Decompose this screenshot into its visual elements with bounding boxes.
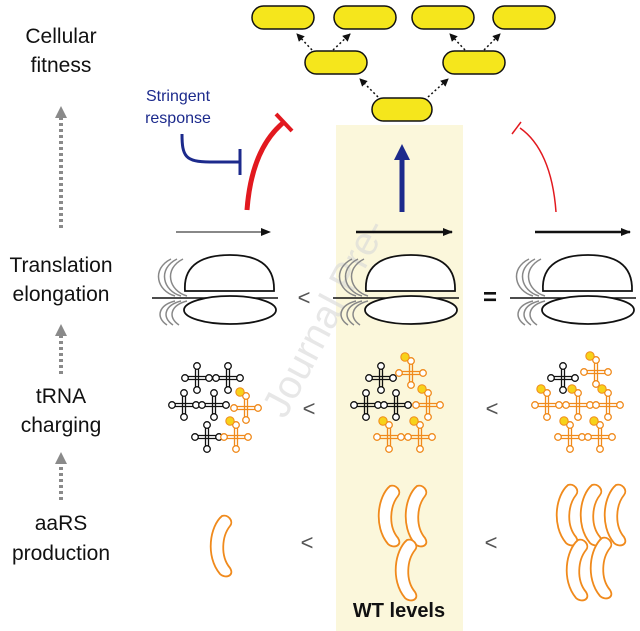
trna-charged — [584, 416, 616, 453]
compare-production-left: < — [301, 530, 314, 555]
trna-charged — [554, 416, 586, 453]
aars-enzyme — [589, 536, 613, 600]
aars-enzyme — [209, 514, 233, 578]
cell — [371, 97, 433, 122]
trna-uncharged — [212, 362, 244, 394]
trna-charged — [220, 416, 252, 453]
trna-charged — [562, 384, 594, 421]
division-arrow — [332, 33, 351, 51]
trna-uncharged — [191, 421, 223, 453]
row-label-fitness: Cellular fitness — [25, 25, 96, 77]
svg-text:charging: charging — [21, 414, 102, 437]
compare-charging-left: < — [303, 396, 316, 421]
compare-elongation-left: < — [298, 285, 311, 310]
aars-enzyme — [404, 484, 428, 548]
trna-charged — [230, 387, 262, 424]
trna-uncharged — [168, 389, 200, 421]
row-label-elongation: Translation elongation — [9, 254, 112, 306]
trna-charged — [592, 384, 624, 421]
trna-charged — [580, 351, 612, 388]
compare-production-right: < — [485, 530, 498, 555]
aars-enzyme — [579, 483, 603, 547]
svg-text:tRNA: tRNA — [36, 385, 86, 408]
svg-text:Translation: Translation — [9, 254, 112, 277]
cell — [251, 5, 315, 30]
division-arrow — [483, 33, 501, 51]
trna-uncharged — [547, 362, 579, 394]
svg-text:Cellular: Cellular — [25, 25, 96, 48]
division-arrow — [359, 78, 379, 98]
cell — [304, 50, 368, 75]
ribosome — [152, 254, 278, 326]
aars-enzyme — [394, 538, 418, 602]
stringent-response-label: Stringent response — [145, 88, 211, 127]
cell — [411, 5, 475, 30]
stringent-inhibition-line — [180, 133, 240, 164]
row-label-production: aaRS production — [12, 512, 110, 565]
compare-charging-right: < — [486, 396, 499, 421]
ribosome — [333, 254, 459, 326]
cell — [333, 5, 397, 30]
svg-text:elongation: elongation — [13, 283, 110, 306]
trna-charged — [412, 384, 444, 421]
wt-levels-label: WT levels — [353, 600, 445, 622]
svg-text:aaRS: aaRS — [35, 512, 88, 535]
cell — [442, 50, 506, 75]
svg-text:response: response — [145, 110, 211, 127]
trna-uncharged — [198, 389, 230, 421]
red-inhibition-right — [519, 127, 557, 213]
compare-elongation-right: = — [483, 284, 497, 311]
division-arrow — [427, 78, 449, 98]
trna-charged — [395, 352, 427, 389]
red-inhibition-left-bar — [274, 112, 294, 133]
trna-charged — [404, 416, 436, 453]
aars-enzyme — [555, 483, 579, 547]
svg-text:production: production — [12, 542, 110, 565]
aars-enzyme — [603, 483, 627, 547]
trna-uncharged — [350, 389, 382, 421]
trna-uncharged — [380, 389, 412, 421]
cell — [492, 5, 556, 30]
division-arrow — [449, 33, 466, 51]
cell-tree — [251, 5, 556, 122]
division-arrow — [296, 33, 313, 51]
trna-uncharged — [181, 362, 213, 394]
aars-enzyme — [377, 484, 401, 548]
red-inhibition-left — [244, 120, 286, 211]
trna-charged — [531, 384, 563, 421]
red-inhibition-right-bar — [511, 121, 522, 135]
row-label-charging: tRNA charging — [21, 385, 102, 437]
svg-text:fitness: fitness — [31, 54, 92, 77]
svg-text:Stringent: Stringent — [146, 88, 211, 105]
trna-uncharged — [365, 362, 397, 394]
aars-enzyme — [565, 538, 589, 602]
ribosome — [510, 254, 636, 326]
